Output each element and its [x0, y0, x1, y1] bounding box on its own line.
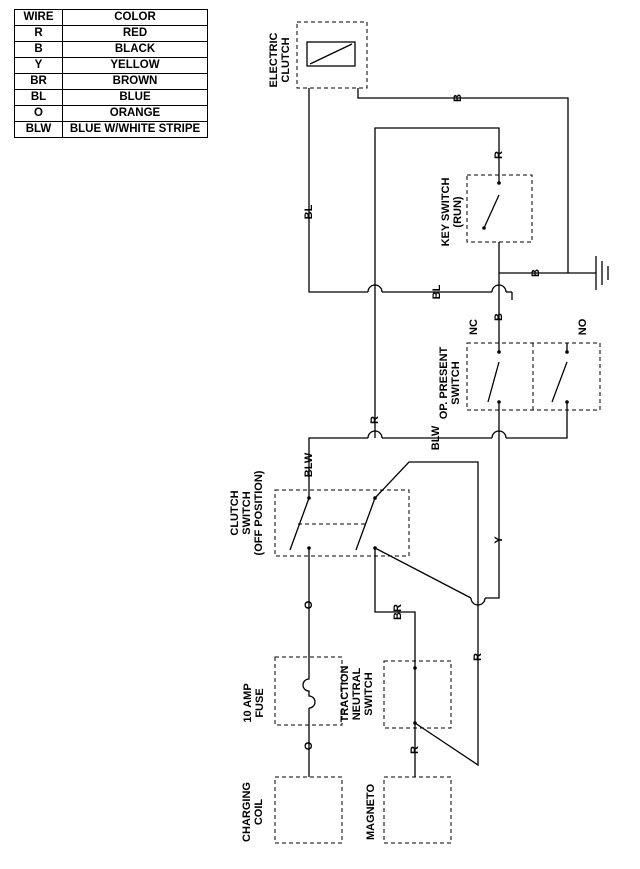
magneto — [383, 776, 452, 844]
wire-label: R — [472, 653, 484, 661]
label-line: SWITCH — [363, 672, 375, 715]
label-line: CHARGING — [241, 782, 253, 842]
label-line: COIL — [253, 799, 265, 826]
charging-coil — [274, 776, 343, 844]
wire-label: B — [530, 269, 542, 277]
wire-label: BLW — [430, 425, 442, 450]
traction-neutral-switch — [383, 660, 452, 729]
label-key-switch: KEY SWITCH (RUN) — [440, 178, 464, 247]
wire-label: R — [493, 151, 505, 159]
label-electric-clutch: ELECTRIC CLUTCH — [268, 32, 292, 87]
label-clutch-switch: CLUTCH SWITCH (OFF POSITION) — [229, 470, 265, 555]
ground-symbol — [499, 256, 609, 290]
label-line: FUSE — [254, 688, 266, 717]
wire-label: R — [409, 746, 421, 754]
terminal-label-nc: NC — [468, 319, 480, 335]
wire-label: BL — [303, 204, 315, 219]
wire-label: O — [303, 741, 315, 750]
wire-label: BLW — [303, 452, 315, 477]
clutch-switch — [274, 489, 410, 557]
wire-label: B — [452, 94, 464, 102]
wire-label: Y — [493, 536, 505, 544]
label-line: NEUTRAL — [351, 667, 363, 720]
label-line: SWITCH — [241, 491, 253, 534]
legend-wire-code: BR — [14, 73, 63, 90]
legend-wire-color: BLUE W/WHITE STRIPE — [62, 121, 208, 138]
label-op-present-switch: OP. PRESENT SWITCH — [438, 346, 462, 419]
op-present-switch — [466, 342, 601, 411]
label-line: 10 AMP — [242, 683, 254, 722]
wire-b-clutch-ground — [357, 88, 569, 273]
wire-bl-clutch — [308, 88, 513, 300]
wire-r-clutch-out — [374, 461, 479, 767]
key-switch — [466, 174, 533, 243]
wire-br — [374, 548, 416, 668]
label-traction-neutral-switch: TRACTION NEUTRAL SWITCH — [339, 666, 375, 723]
label-line: SWITCH — [450, 361, 462, 404]
electric-clutch — [296, 21, 368, 89]
label-line: CLUTCH — [280, 37, 292, 82]
label-line: (OFF POSITION) — [253, 470, 265, 555]
wire-blw — [308, 430, 492, 498]
label-line: MAGNETO — [365, 784, 377, 840]
label-fuse: 10 AMP FUSE — [242, 683, 266, 722]
terminal-label-no: NO — [577, 318, 589, 335]
label-line: TRACTION — [339, 666, 351, 723]
wire-label: BR — [392, 604, 404, 620]
label-line: (RUN) — [452, 196, 464, 227]
wire-r-key — [374, 127, 500, 438]
wire-label: R — [369, 416, 381, 424]
label-line: ELECTRIC — [268, 32, 280, 87]
label-line: CLUTCH — [229, 490, 241, 535]
label-line: OP. PRESENT — [438, 346, 450, 419]
wire-label: O — [303, 600, 315, 609]
label-charging-coil: CHARGING COIL — [241, 782, 265, 842]
wire-label: BL — [431, 284, 443, 299]
label-line: KEY SWITCH — [440, 178, 452, 247]
label-magneto: MAGNETO — [365, 784, 377, 840]
wire-label: B — [493, 313, 505, 321]
